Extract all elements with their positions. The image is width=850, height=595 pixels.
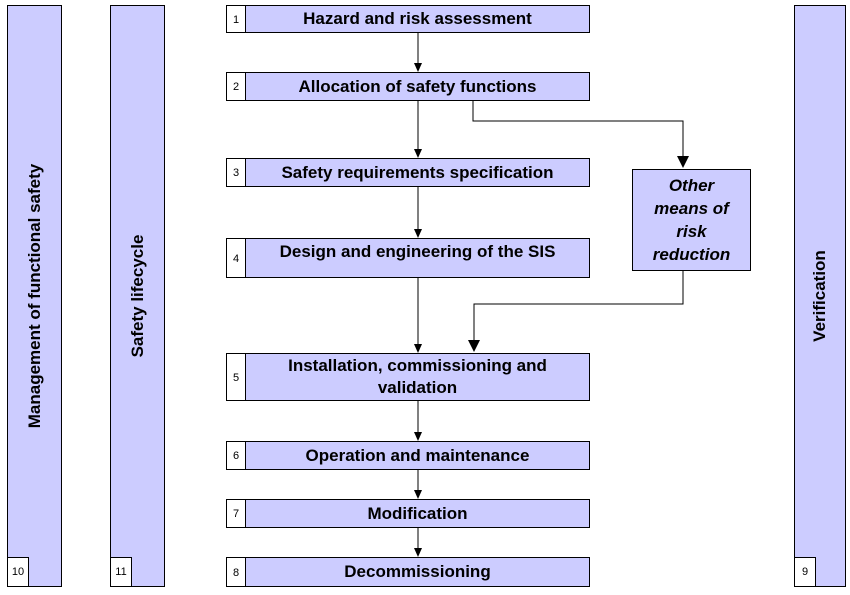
step-6-number: 6 — [226, 441, 246, 470]
step-5-number: 5 — [226, 353, 246, 401]
step-installation-commissioning-and-validation: Installation, commissioning and validati… — [245, 353, 590, 401]
verification-bar: Verification 9 — [794, 5, 846, 587]
verification-bar-label: Verification — [810, 250, 829, 342]
management-bar-number: 10 — [7, 557, 29, 587]
step-8-number: 8 — [226, 557, 246, 587]
other-means-of-risk-reduction-box: Other means of risk reduction — [632, 169, 751, 271]
management-of-functional-safety-bar: Management of functional safety 10 — [7, 5, 62, 587]
lifecycle-bar-label: Safety lifecycle — [127, 234, 147, 358]
step-1-number: 1 — [226, 5, 246, 33]
lifecycle-bar-number: 11 — [110, 557, 132, 587]
step-3-number: 3 — [226, 158, 246, 187]
arrow-other-to-5 — [468, 271, 684, 352]
step-safety-requirements-specification: Safety requirements specification — [245, 158, 590, 187]
step-decommissioning: Decommissioning — [245, 557, 590, 587]
step-modification: Modification — [245, 499, 590, 528]
step-operation-and-maintenance: Operation and maintenance — [245, 441, 590, 470]
step-allocation-of-safety-functions: Allocation of safety functions — [245, 72, 590, 101]
step-design-and-engineering-of-the-sis: Design and engineering of the SIS — [245, 238, 590, 278]
step-hazard-and-risk-assessment: Hazard and risk assessment — [245, 5, 590, 33]
step-7-number: 7 — [226, 499, 246, 528]
step-4-number: 4 — [226, 238, 246, 278]
safety-lifecycle-bar: Safety lifecycle 11 — [110, 5, 165, 587]
verification-bar-number: 9 — [794, 557, 816, 587]
step-2-number: 2 — [226, 72, 246, 101]
management-bar-label: Management of functional safety — [24, 163, 44, 429]
